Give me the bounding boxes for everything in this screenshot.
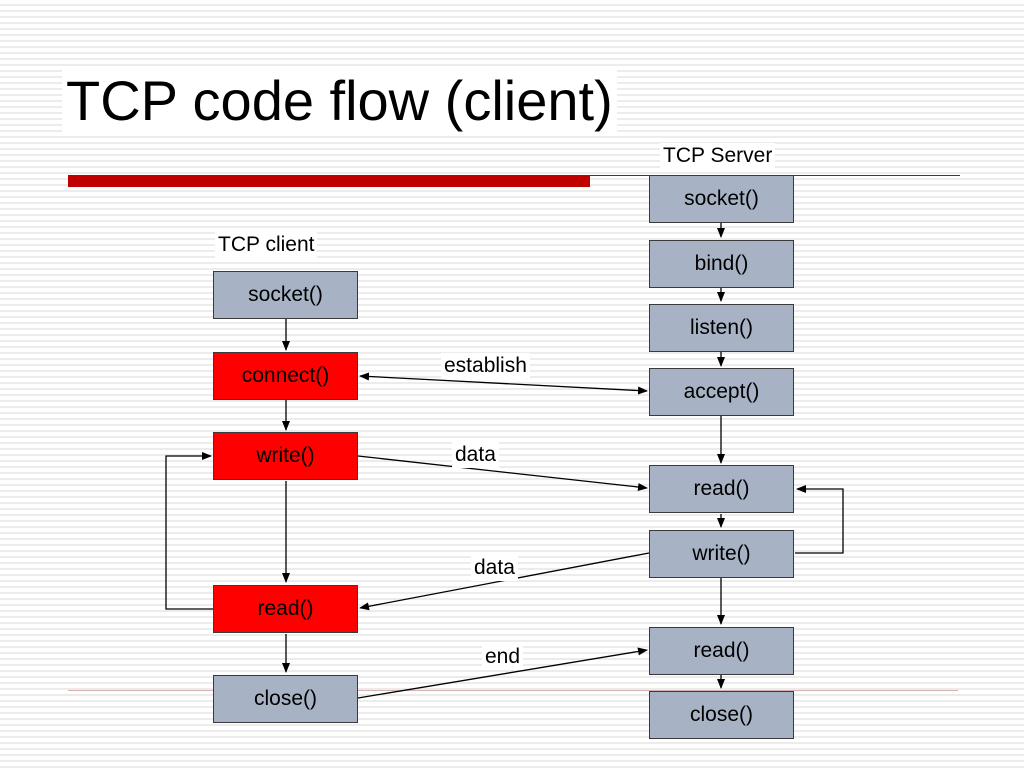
step-label: accept() [683, 380, 760, 403]
server-accept-box: accept() [649, 368, 794, 416]
step-label: bind() [694, 252, 749, 275]
server-bind-box: bind() [649, 240, 794, 288]
message-arrow-data-to-server [357, 455, 648, 491]
footer-divider [68, 690, 958, 691]
step-label: connect() [241, 364, 330, 387]
client-write-box: write() [213, 432, 358, 480]
title-underline-bar [68, 175, 590, 187]
client-close-box: close() [213, 675, 358, 723]
message-label-data-to-server: data [452, 442, 499, 468]
step-label: close() [253, 687, 317, 710]
client-connect-box: connect() [213, 352, 358, 400]
client-socket-box: socket() [213, 271, 358, 319]
step-label: socket() [684, 187, 759, 210]
server-column-label: TCP Server [660, 143, 776, 169]
message-label-data-to-client: data [471, 555, 518, 581]
step-label: socket() [248, 283, 323, 306]
message-label-establish: establish [441, 353, 530, 379]
client-column-label: TCP client [215, 232, 318, 258]
server-loop-arrow [795, 485, 844, 554]
step-label: close() [689, 703, 753, 726]
server-close-box: close() [649, 691, 794, 739]
step-label: read() [257, 597, 314, 620]
server-write-box: write() [649, 530, 794, 578]
step-label: read() [693, 639, 750, 662]
server-read-final-box: read() [649, 627, 794, 675]
step-label: listen() [689, 316, 753, 339]
server-read-box: read() [649, 465, 794, 513]
message-label-end: end [482, 644, 524, 670]
step-label: write() [692, 542, 751, 565]
server-listen-box: listen() [649, 304, 794, 352]
client-loop-arrow [165, 452, 213, 610]
slide-title: TCP code flow (client) [62, 66, 617, 136]
message-arrow-establish [359, 372, 648, 395]
message-arrow-end [357, 647, 648, 699]
step-label: write() [256, 444, 315, 467]
step-label: read() [693, 477, 750, 500]
client-read-box: read() [213, 585, 358, 633]
server-socket-box: socket() [649, 175, 794, 223]
